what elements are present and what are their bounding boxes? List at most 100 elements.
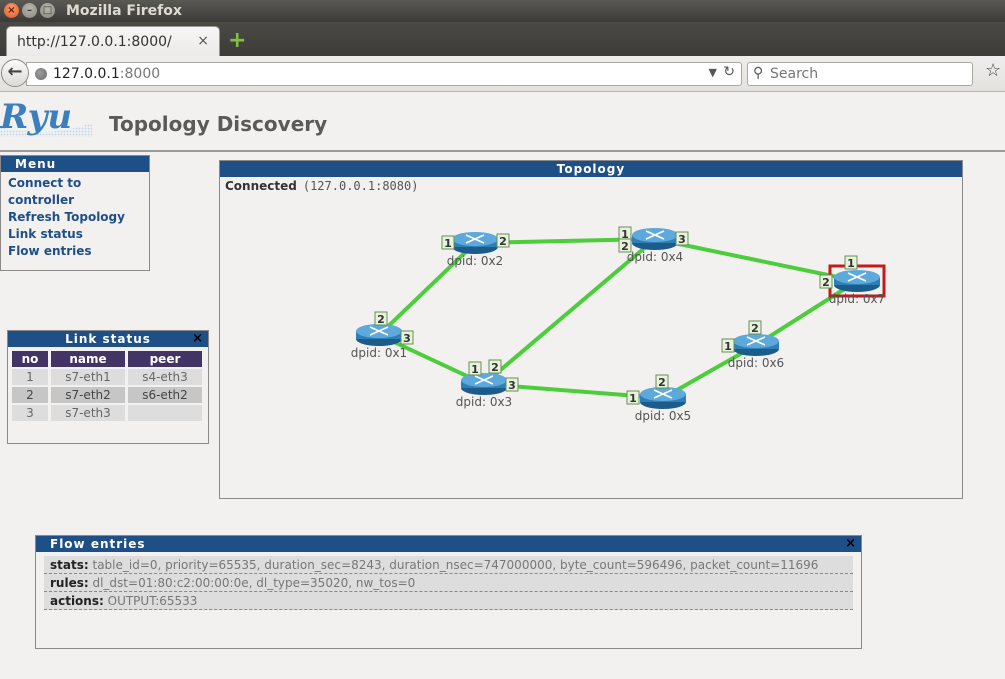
- menu-panel: Menu Connect to controller Refresh Topol…: [0, 155, 150, 271]
- flow-rules-row: rules: dl_dst=01:80:c2:00:00:0e, dl_type…: [44, 574, 853, 592]
- window-titlebar: × – □ Mozilla Firefox: [0, 0, 1005, 22]
- new-tab-icon[interactable]: +: [228, 28, 247, 53]
- topology-panel-title: Topology: [220, 161, 962, 177]
- link-status-panel: Link status × no name peer 1 s7-eth1 s4-…: [7, 330, 209, 444]
- tab-title: http://127.0.0.1:8000/: [17, 34, 172, 50]
- svg-text:2: 2: [621, 240, 629, 253]
- table-cell: s7-eth3: [51, 405, 125, 421]
- table-cell: 3: [12, 405, 48, 421]
- table-row[interactable]: 1 s7-eth1 s4-eth3: [12, 369, 202, 385]
- svg-text:2: 2: [491, 361, 499, 374]
- window-maximize-button[interactable]: □: [40, 3, 55, 18]
- svg-text:2: 2: [751, 322, 759, 335]
- table-row[interactable]: 2 s7-eth2 s6-eth2: [12, 387, 202, 403]
- table-row[interactable]: 3 s7-eth3: [12, 405, 202, 421]
- column-header-peer: peer: [128, 351, 202, 367]
- close-icon[interactable]: ×: [192, 331, 204, 346]
- flow-entries-panel: Flow entries × stats: table_id=0, priori…: [35, 535, 862, 649]
- svg-text:3: 3: [678, 233, 686, 246]
- svg-text:2: 2: [377, 313, 385, 326]
- switch-label: dpid: 0x5: [635, 409, 691, 423]
- ryu-logo: Ryu: [0, 97, 92, 137]
- browser-tab[interactable]: http://127.0.0.1:8000/ ×: [6, 26, 220, 56]
- connection-status-label: Connected: [225, 179, 297, 193]
- switch-s1[interactable]: dpid: 0x1: [351, 324, 407, 360]
- search-bar[interactable]: ⚲: [747, 62, 973, 86]
- svg-text:1: 1: [444, 237, 452, 250]
- menu-connect-to-controller[interactable]: Connect to controller: [8, 176, 82, 207]
- column-header-name: name: [51, 351, 125, 367]
- tab-close-icon[interactable]: ×: [197, 33, 209, 49]
- port-label: 3: [400, 330, 414, 345]
- router-arrows: [746, 336, 766, 346]
- switch-s3[interactable]: dpid: 0x3: [456, 373, 512, 409]
- port-label: 1: [844, 255, 858, 270]
- table-cell: s6-eth2: [128, 387, 202, 403]
- menu-flow-entries[interactable]: Flow entries: [8, 244, 92, 258]
- link-status-table: no name peer 1 s7-eth1 s4-eth3 2 s7-eth2…: [9, 349, 205, 423]
- router-arrows: [369, 326, 389, 336]
- port-label: 2: [748, 320, 762, 335]
- port-label: 1: [721, 338, 735, 353]
- dropdown-arrow-icon[interactable]: ▼: [708, 66, 717, 79]
- page-title: Topology Discovery: [109, 112, 328, 136]
- switch-label: dpid: 0x2: [447, 254, 503, 268]
- svg-text:1: 1: [621, 228, 629, 241]
- menu-refresh-topology[interactable]: Refresh Topology: [8, 210, 125, 224]
- url-text[interactable]: 127.0.0.1:8000: [53, 66, 161, 82]
- search-icon: ⚲: [753, 65, 764, 81]
- topology-panel: Topology Connected(127.0.0.1:8080) dpid:…: [219, 160, 963, 499]
- port-label: 2: [496, 233, 510, 248]
- window-title: Mozilla Firefox: [66, 3, 182, 19]
- navigation-bar: 127.0.0.1:8000 ▼ ↻ ← ⚲: [0, 56, 1005, 92]
- window-minimize-button[interactable]: –: [22, 3, 37, 18]
- switch-s5[interactable]: dpid: 0x5: [635, 387, 691, 423]
- menu-link-status[interactable]: Link status: [8, 227, 83, 241]
- switch-s6[interactable]: dpid: 0x6: [728, 334, 784, 370]
- port-label: 2: [488, 359, 502, 374]
- switch-s2[interactable]: dpid: 0x2: [447, 232, 503, 268]
- svg-text:1: 1: [847, 257, 855, 270]
- switch-label: dpid: 0x6: [728, 356, 784, 370]
- switch-s4[interactable]: dpid: 0x4: [627, 228, 683, 264]
- router-arrows: [474, 375, 494, 385]
- back-button[interactable]: ←: [1, 59, 29, 87]
- flow-actions-row: actions: OUTPUT:65533: [44, 592, 853, 610]
- link-s1-s2: [377, 241, 477, 337]
- globe-icon: [35, 68, 47, 80]
- window-close-button[interactable]: ×: [4, 3, 19, 18]
- reload-icon[interactable]: ↻: [723, 64, 735, 80]
- router-arrows: [465, 234, 485, 244]
- table-cell: s7-eth2: [51, 387, 125, 403]
- close-icon[interactable]: ×: [845, 536, 857, 551]
- svg-text:2: 2: [658, 376, 666, 389]
- link-s3-s4: [482, 237, 657, 386]
- url-bar[interactable]: 127.0.0.1:8000 ▼ ↻: [26, 62, 742, 86]
- table-cell: 2: [12, 387, 48, 403]
- svg-text:2: 2: [822, 276, 830, 289]
- svg-text:2: 2: [499, 235, 507, 248]
- connection-status: Connected(127.0.0.1:8080): [225, 179, 418, 193]
- router-arrows: [847, 272, 867, 282]
- logo-text: Ryu: [0, 97, 72, 137]
- menu-panel-title: Menu: [1, 156, 149, 172]
- switch-label: dpid: 0x1: [351, 346, 407, 360]
- svg-text:3: 3: [403, 332, 411, 345]
- link-s4-s7: [654, 237, 858, 283]
- topology-graph[interactable]: dpid: 0x1 dpid: 0x2 dpid: 0x3 dpid: 0x4 dpid…: [220, 161, 962, 498]
- table-cell: [128, 405, 202, 421]
- port-label: 2: [655, 374, 669, 389]
- switch-label: dpid: 0x7: [829, 292, 885, 306]
- port-label: 1: [441, 235, 455, 250]
- search-input[interactable]: [770, 65, 965, 83]
- switch-s7[interactable]: dpid: 0x7: [828, 264, 886, 306]
- tab-strip: http://127.0.0.1:8000/ ×: [0, 22, 1005, 56]
- link-status-panel-title: Link status ×: [8, 331, 208, 347]
- flow-entries-panel-title: Flow entries ×: [36, 536, 861, 552]
- table-cell: s4-eth3: [128, 369, 202, 385]
- router-arrows: [653, 389, 673, 399]
- header-divider: [0, 150, 1005, 152]
- link-s6-s7: [754, 279, 859, 347]
- port-label: 3: [675, 231, 689, 246]
- bookmark-star-icon[interactable]: ☆: [985, 60, 1002, 81]
